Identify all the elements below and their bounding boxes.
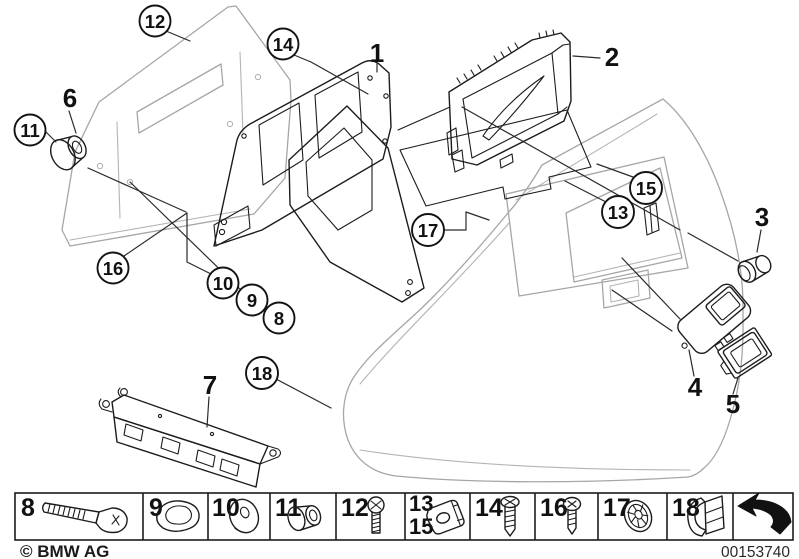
callout-13[interactable]: 13 — [601, 195, 635, 229]
part-label-3[interactable]: 3 — [755, 202, 769, 232]
part-label-5[interactable]: 5 — [726, 389, 740, 419]
bolt-icon — [42, 502, 128, 534]
svg-text:16: 16 — [540, 494, 568, 522]
part-monitor — [446, 29, 572, 173]
callout-8[interactable]: 8 — [262, 301, 296, 335]
assembly-lines — [87, 106, 739, 332]
legend-cell-10: 10 — [212, 494, 260, 534]
svg-text:17: 17 — [603, 494, 631, 522]
svg-text:13: 13 — [608, 202, 629, 223]
legend-cell-16: 16 — [540, 494, 582, 535]
svg-text:12: 12 — [341, 494, 369, 522]
svg-text:13: 13 — [409, 491, 433, 516]
part-label-2[interactable]: 2 — [605, 42, 619, 72]
callout-14[interactable]: 14 — [266, 27, 300, 61]
callout-10[interactable]: 10 — [206, 266, 240, 300]
part-bushing — [49, 135, 87, 171]
part-label-6[interactable]: 6 — [63, 83, 77, 113]
legend-cell-17: 17 — [603, 494, 653, 533]
legend-strip: 8 9 10 — [14, 491, 794, 541]
part-rear-panel — [61, 5, 292, 247]
washer-icon — [228, 498, 260, 534]
countersunk-screw-icon — [500, 495, 520, 537]
part-label-4[interactable]: 4 — [688, 372, 703, 402]
rosette-grommet-icon — [623, 499, 653, 533]
svg-text:9: 9 — [247, 290, 257, 311]
svg-text:10: 10 — [213, 273, 234, 294]
callout-leaders — [44, 30, 762, 428]
pan-head-screw-icon — [562, 496, 582, 535]
monitor-fins-icon — [456, 29, 555, 84]
bushing-icon — [287, 504, 322, 532]
legend-cell-13-15: 13 15 — [409, 491, 465, 539]
grommet-clip-icon — [156, 500, 200, 532]
retaining-clip-icon — [687, 495, 725, 537]
part-label-1[interactable]: 1 — [370, 38, 384, 68]
callout-9[interactable]: 9 — [235, 283, 269, 317]
copyright-label: © BMW AG — [20, 542, 109, 559]
svg-text:17: 17 — [418, 220, 439, 241]
svg-text:10: 10 — [212, 494, 240, 522]
part-press-stud — [737, 254, 772, 283]
legend-cell-9: 9 — [149, 494, 200, 532]
legend-cell-11: 11 — [275, 494, 322, 532]
svg-text:16: 16 — [103, 258, 124, 279]
svg-text:11: 11 — [20, 120, 40, 141]
part-label-7[interactable]: 7 — [203, 370, 217, 400]
svg-text:14: 14 — [475, 494, 503, 522]
svg-text:9: 9 — [149, 494, 163, 522]
svg-text:14: 14 — [273, 34, 294, 55]
svg-text:8: 8 — [21, 494, 35, 522]
legend-cell-8: 8 — [21, 494, 128, 534]
part-mounting-plate — [397, 106, 592, 207]
svg-text:8: 8 — [274, 308, 284, 329]
legend-cell-arrow[interactable] — [737, 492, 792, 535]
callout-12[interactable]: 12 — [138, 4, 172, 38]
callout-18[interactable]: 18 — [245, 356, 279, 390]
svg-text:18: 18 — [252, 363, 273, 384]
document-number: 00153740 — [721, 544, 790, 559]
part-amplifier-rail — [98, 387, 282, 488]
legend-cell-14: 14 — [475, 494, 520, 537]
part-rocker-switch — [714, 327, 773, 379]
part-monitor-bracket — [213, 60, 425, 303]
svg-text:12: 12 — [145, 11, 166, 32]
callout-17[interactable]: 17 — [411, 213, 445, 247]
part-labels: 1 2 3 4 5 6 7 — [63, 38, 769, 419]
back-arrow-icon[interactable] — [737, 492, 792, 535]
callout-16[interactable]: 16 — [96, 251, 130, 285]
legend-cell-18: 18 — [672, 494, 725, 537]
callout-15[interactable]: 15 — [629, 171, 663, 205]
speed-nut-icon — [426, 499, 465, 535]
callout-11[interactable]: 11 — [13, 113, 47, 147]
part-switch-bezel — [677, 283, 752, 355]
fillister-screw-icon — [367, 496, 385, 534]
svg-text:15: 15 — [636, 178, 657, 199]
legend-cell-12: 12 — [341, 494, 385, 534]
svg-text:15: 15 — [409, 514, 433, 539]
